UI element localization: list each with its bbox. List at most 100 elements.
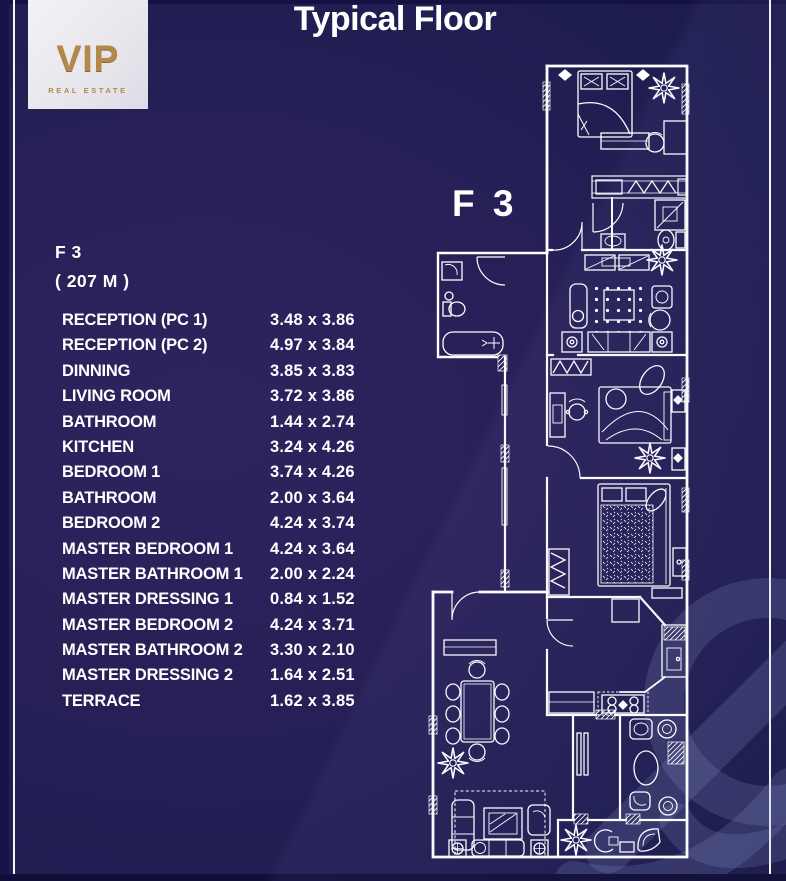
room-name: RECEPTION (PC 1): [62, 311, 208, 329]
desk-chair-icon: [565, 398, 589, 421]
room-dimensions: 3.24 x 4.26: [270, 437, 355, 456]
room-row: MASTER BATHROOM 1 2.00 x 2.24: [62, 562, 407, 587]
bedroom-1-furniture: [549, 358, 686, 474]
tall-cabinet-icon: [661, 624, 688, 678]
bottom-edge-strip: [0, 874, 786, 881]
room-row: KITCHEN 3.24 x 4.26: [62, 435, 407, 460]
desk-icon: [549, 392, 566, 438]
dining-table-icon: [460, 680, 495, 743]
sliding-wardrobe-icon: [584, 254, 650, 271]
brand-tagline: REAL ESTATE: [48, 86, 128, 95]
room-name: MASTER BATHROOM 2: [62, 641, 243, 660]
room-name: KITCHEN: [62, 437, 134, 456]
sideboard-icon: [443, 639, 497, 656]
room-dimensions: 4.24 x 3.71: [270, 615, 355, 634]
unit-info: F 3 ( 207 M ): [55, 238, 130, 296]
room-dimensions: 1.44 x 2.74: [270, 412, 355, 431]
armchair-icon: [651, 285, 673, 309]
bed-icon: [598, 365, 672, 444]
plan-unit-label: F 3: [452, 183, 518, 224]
room-list: RECEPTION (PC 1) 3.48 x 3.86 RECEPTION (…: [62, 308, 407, 714]
rug-small: [651, 587, 683, 599]
room-row: RECEPTION (PC 2) 4.97 x 3.84: [62, 333, 407, 358]
plant-icon: [437, 747, 469, 779]
bed-icon: [577, 70, 633, 138]
room-row: RECEPTION (PC 1) 3.48 x 3.86: [62, 308, 407, 333]
wardrobe-zigzag-icon: [550, 358, 592, 376]
wall-sconce-icon: [671, 389, 686, 471]
window-marks: [501, 384, 508, 526]
nightstand-icon: [561, 331, 583, 353]
rug-dotted: [592, 280, 650, 332]
rug-center-table: [603, 289, 635, 321]
sink-icon: [441, 261, 463, 281]
sink-icon: [629, 718, 653, 740]
shelf-hatch: [667, 741, 685, 765]
rug-dashed: [454, 790, 546, 858]
plant-icon: [646, 244, 678, 276]
bed-icon: [597, 483, 671, 587]
room-row: MASTER BEDROOM 2 4.24 x 3.71: [62, 613, 407, 638]
room-dimensions: 2.00 x 2.24: [270, 564, 355, 583]
frame-line-left: [13, 0, 15, 881]
window-diamond-icon: [557, 69, 651, 81]
terrace-chair-icon: [593, 829, 619, 853]
room-name: BATHROOM: [62, 412, 157, 431]
room-row: MASTER BATHROOM 2 3.30 x 2.10: [62, 638, 407, 663]
page-title: Typical Floor: [293, 0, 497, 38]
room-name: MASTER DRESSING 1: [62, 590, 233, 609]
bed-bench-icon: [587, 331, 651, 353]
shower-icon: [654, 199, 686, 231]
room-dimensions: 3.74 x 4.26: [270, 463, 355, 482]
master-bathroom-2-fixtures: [600, 199, 686, 251]
room-dimensions: 4.24 x 3.64: [270, 539, 355, 558]
room-name: DINNING: [62, 361, 131, 380]
room-dimensions: 3.85 x 3.83: [270, 361, 355, 380]
bidet-icon: [629, 791, 651, 811]
room-name: MASTER DRESSING 2: [62, 666, 233, 685]
top-edge-strip: [0, 0, 786, 4]
bedroom-2-furniture: [548, 483, 687, 599]
chaise-icon: [569, 283, 588, 329]
room-dimensions: 3.30 x 2.10: [270, 641, 355, 660]
room-dimensions: 3.72 x 3.86: [270, 387, 355, 406]
terrace-furniture: [560, 824, 661, 856]
master-bedroom-1-furniture: [561, 244, 678, 353]
room-name: RECEPTION (PC 2): [62, 336, 208, 355]
room-row: MASTER BEDROOM 1 4.24 x 3.64: [62, 537, 407, 562]
plant-icon: [560, 824, 592, 856]
tv-table-icon: [483, 807, 523, 840]
bathtub-icon: [442, 331, 504, 356]
plant-icon: [634, 442, 666, 474]
fridge-icon: [611, 598, 640, 623]
room-name: MASTER BEDROOM 1: [62, 539, 233, 558]
toilet-icon: [442, 291, 466, 317]
armchair-icon: [527, 804, 551, 836]
left-edge-strip: [0, 0, 9, 881]
room-dimensions: 0.84 x 1.52: [270, 590, 355, 609]
terrace-chair-icon: [637, 828, 661, 852]
basin-icon: [633, 750, 659, 786]
unit-area: ( 207 M ): [55, 271, 130, 291]
dining-chair-icon: [445, 660, 510, 762]
dining-furniture: [437, 639, 510, 779]
room-row: MASTER DRESSING 2 1.64 x 2.51: [62, 663, 407, 688]
sink-icon: [600, 233, 626, 250]
room-name: LIVING ROOM: [62, 387, 171, 406]
room-dimensions: 1.62 x 3.85: [270, 691, 355, 710]
bench-icon: [600, 132, 650, 150]
watermark-logo: [556, 578, 786, 881]
side-table-icon: [448, 839, 549, 858]
bathroom-left-fixtures: [441, 261, 504, 356]
wardrobe-zigzag-icon: [548, 548, 570, 596]
unit-code: F 3: [55, 242, 82, 262]
room-row: BEDROOM 2 4.24 x 3.74: [62, 511, 407, 536]
nightstand-icon: [672, 547, 687, 577]
tv-panel-icon: [576, 732, 589, 776]
room-row: MASTER DRESSING 1 0.84 x 1.52: [62, 587, 407, 612]
room-name: MASTER BEDROOM 2: [62, 615, 233, 634]
room-dimensions: 2.00 x 3.64: [270, 488, 355, 507]
toilet-icon: [657, 229, 686, 251]
laundry-bath-fixtures: [576, 718, 685, 816]
